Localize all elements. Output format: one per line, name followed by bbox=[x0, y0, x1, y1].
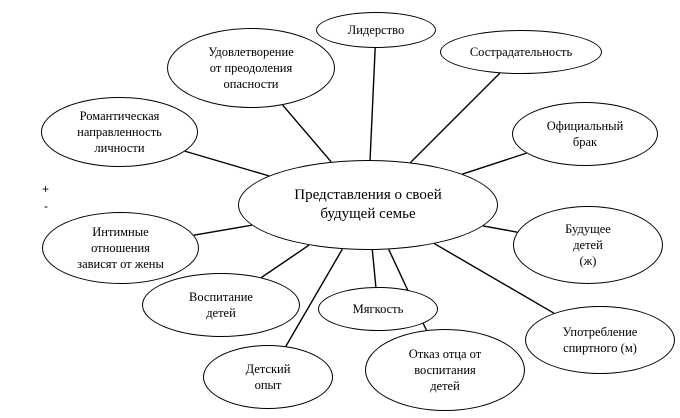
node-label: Лидерство bbox=[347, 22, 405, 37]
connector-vospitanie bbox=[261, 244, 310, 279]
connector-intimnye bbox=[193, 224, 252, 236]
node-label: Мягкость bbox=[352, 301, 404, 316]
connector-liderstvo bbox=[369, 47, 376, 161]
legend-plus: + bbox=[42, 182, 50, 196]
connector-myagkost bbox=[371, 249, 377, 288]
node-label: Употребление спиртного (м) bbox=[562, 324, 638, 355]
center-node-label: Представления о своей будущей семье bbox=[294, 187, 442, 222]
node-oficialny: Официальный брак bbox=[512, 102, 658, 166]
node-label: Романтическая направленность личности bbox=[77, 108, 162, 156]
node-liderstvo: Лидерство bbox=[316, 12, 436, 48]
node-budushchee: Будущее детей (ж) bbox=[513, 206, 663, 284]
node-label: Отказ отца от воспитания детей bbox=[408, 346, 482, 394]
node-intimnye: Интимные отношения зависят от жены bbox=[42, 212, 199, 284]
node-udovletvorenie: Удовлетворение от преодоления опасности bbox=[167, 28, 335, 108]
node-myagkost: Мягкость bbox=[318, 287, 438, 331]
connector-upotreblenie bbox=[434, 243, 555, 314]
connector-detsky bbox=[285, 248, 343, 347]
node-detsky: Детский опыт bbox=[203, 345, 333, 409]
connector-sostradatelnost bbox=[410, 72, 501, 163]
node-label: Воспитание детей bbox=[189, 289, 253, 320]
node-label: Будущее детей (ж) bbox=[565, 221, 611, 269]
node-sostradatelnost: Сострадательность bbox=[440, 30, 602, 74]
connector-romanticheskaya bbox=[184, 150, 270, 177]
connector-oficialny bbox=[462, 152, 527, 175]
node-label: Детский опыт bbox=[245, 361, 291, 392]
center-node: Представления о своей будущей семье bbox=[238, 160, 498, 250]
connector-udovletvorenie bbox=[282, 104, 332, 163]
node-label: Сострадательность bbox=[469, 44, 573, 59]
legend-minus: - bbox=[44, 199, 48, 213]
node-upotreblenie: Употребление спиртного (м) bbox=[525, 306, 675, 374]
node-vospitanie: Воспитание детей bbox=[142, 273, 300, 337]
node-otkaz: Отказ отца от воспитания детей bbox=[365, 329, 525, 411]
connector-budushchee bbox=[482, 225, 518, 233]
node-label: Интимные отношения зависят от жены bbox=[77, 224, 164, 272]
node-label: Официальный брак bbox=[546, 118, 624, 149]
node-romanticheskaya: Романтическая направленность личности bbox=[41, 97, 198, 167]
node-label: Удовлетворение от преодоления опасности bbox=[208, 44, 294, 92]
